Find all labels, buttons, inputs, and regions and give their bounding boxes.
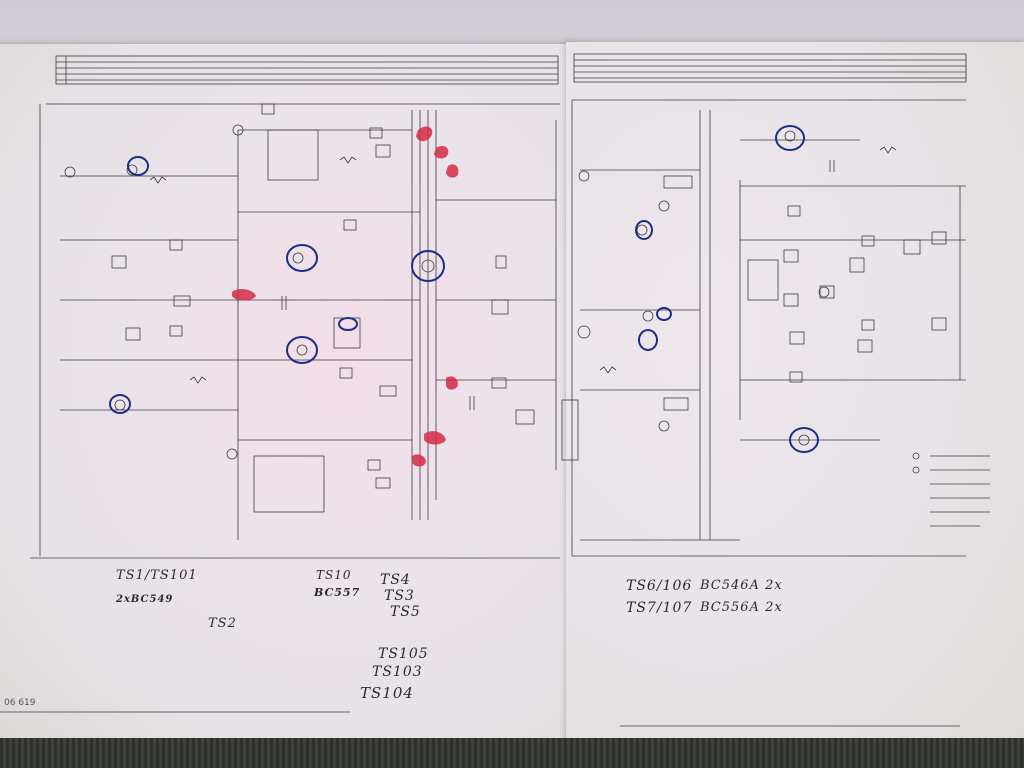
note-ts1: TS1/TS101 — [116, 568, 198, 583]
schematic-sheet-left — [0, 44, 574, 744]
schematic-sheet-right — [566, 42, 1024, 752]
note-ts2: TS2 — [208, 616, 237, 631]
note-ts1-part: 2xBC549 — [116, 594, 174, 605]
header-table-right — [573, 53, 967, 83]
note-ts104: TS104 — [360, 684, 414, 702]
carpet-floor — [0, 738, 1024, 768]
note-ts10-part: BC557 — [314, 586, 361, 599]
note-ts6-part: BC546A 2x — [700, 578, 783, 593]
blue-ink-marks — [109, 125, 819, 453]
note-ts6: TS6/106 — [626, 578, 693, 594]
header-table-left — [55, 55, 559, 85]
note-ts10: TS10 — [316, 568, 352, 582]
note-ts3: TS3 — [384, 588, 415, 604]
note-ts7-part: BC556A 2x — [700, 600, 783, 615]
note-ts5: TS5 — [390, 604, 421, 620]
red-ink-marks — [232, 126, 459, 467]
note-ts4: TS4 — [380, 572, 411, 588]
page-code: 06 619 — [4, 698, 36, 708]
note-ts7: TS7/107 — [626, 600, 693, 616]
note-ts105: TS105 — [378, 646, 429, 662]
note-ts103: TS103 — [372, 664, 423, 680]
